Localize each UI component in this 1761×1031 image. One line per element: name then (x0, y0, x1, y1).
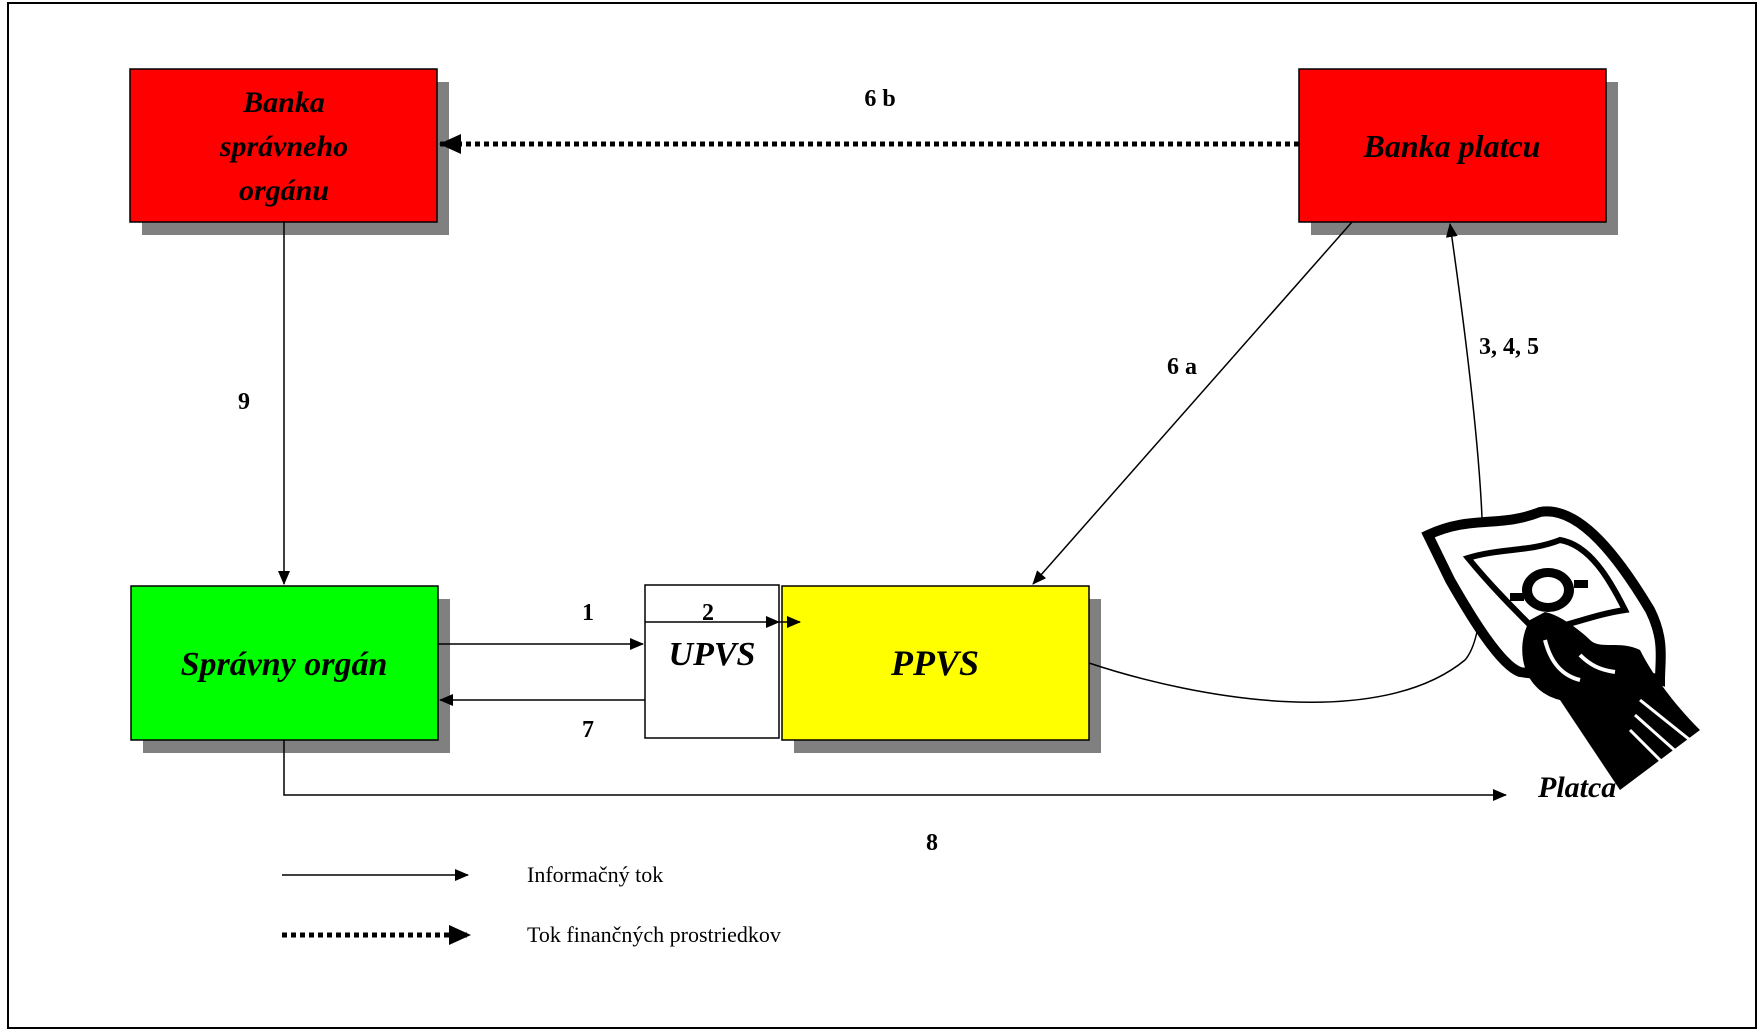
ppvs-label: PPVS (890, 643, 979, 683)
upvs-label: UPVS (669, 636, 756, 673)
hand-holding-banknote-icon (1421, 506, 1700, 790)
legend-money-flow-label: Tok finančných prostriedkov (527, 922, 781, 947)
legend-info-flow-label: Informačný tok (527, 862, 663, 887)
ppvs-box: PPVS (781, 585, 1101, 753)
bank-payer-label: Banka platcu (1363, 128, 1541, 164)
info-flow-8-arrow (283, 740, 1507, 801)
bank-authority-box: Banka správneho orgánu (129, 68, 449, 235)
bank-authority-label-line3: orgánu (239, 174, 329, 207)
flow-number-2: 2 (702, 600, 714, 626)
flow-number-6b: 6 b (864, 86, 895, 112)
legend: Informačný tok Tok finančných prostriedk… (282, 862, 781, 947)
flow-number-8: 8 (926, 830, 938, 856)
authority-box: Správny orgán (130, 585, 450, 753)
flow-number-1: 1 (582, 600, 594, 626)
payer-label: Platca (1537, 771, 1616, 804)
bank-authority-label-line1: Banka (242, 86, 325, 119)
bank-payer-box: Banka platcu (1298, 68, 1618, 235)
flow-number-7: 7 (582, 717, 594, 743)
bank-authority-label-line2: správneho (219, 130, 348, 163)
upvs-box: UPVS (644, 584, 801, 739)
diagram-frame (7, 2, 1757, 1029)
info-flow-6a-arrow (1032, 221, 1353, 585)
info-flow-345-arrow (1088, 223, 1484, 703)
flow-number-345: 3, 4, 5 (1479, 334, 1539, 360)
flow-number-9: 9 (238, 389, 250, 415)
flow-number-6a: 6 a (1167, 354, 1197, 380)
authority-label: Správny orgán (181, 646, 388, 683)
